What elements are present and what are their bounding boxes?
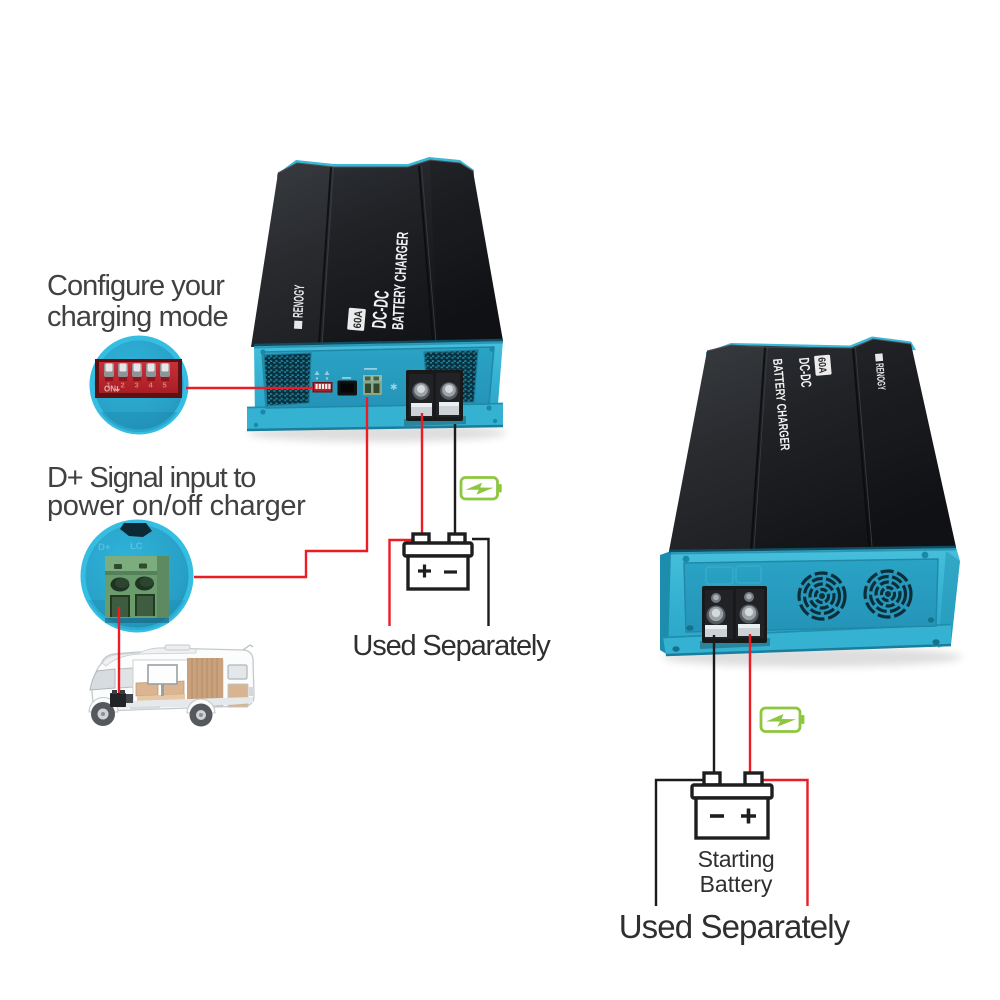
svg-text:2: 2 [121, 381, 125, 390]
svg-text:3: 3 [135, 381, 139, 390]
svg-text:RENOGY: RENOGY [290, 284, 308, 318]
svg-text:Used Separately: Used Separately [619, 908, 851, 945]
svg-text:Battery: Battery [700, 871, 773, 897]
svg-text:✱: ✱ [390, 382, 398, 392]
svg-text:Used Separately: Used Separately [352, 630, 551, 662]
svg-text:BATTERY CHARGER: BATTERY CHARGER [390, 231, 412, 330]
svg-text:D+ Signal input to: D+ Signal input to [47, 462, 255, 494]
svg-text:5: 5 [163, 381, 167, 390]
svg-text:DC-DC: DC-DC [795, 357, 814, 389]
svg-text:LC: LC [130, 541, 143, 552]
svg-text:4: 4 [149, 381, 154, 390]
svg-text:1: 1 [107, 381, 111, 390]
svg-text:RENOGY: RENOGY [873, 363, 887, 391]
svg-text:DC-DC: DC-DC [369, 290, 394, 330]
svg-text:Starting: Starting [698, 846, 775, 872]
svg-text:Configure your: Configure your [47, 270, 225, 302]
svg-text:60A: 60A [815, 357, 828, 374]
svg-text:charging mode: charging mode [47, 301, 228, 333]
svg-text:D+: D+ [98, 542, 111, 553]
svg-text:power on/off charger: power on/off charger [47, 490, 306, 522]
svg-text:ON: ON [104, 385, 116, 394]
svg-text:60A: 60A [352, 310, 366, 329]
